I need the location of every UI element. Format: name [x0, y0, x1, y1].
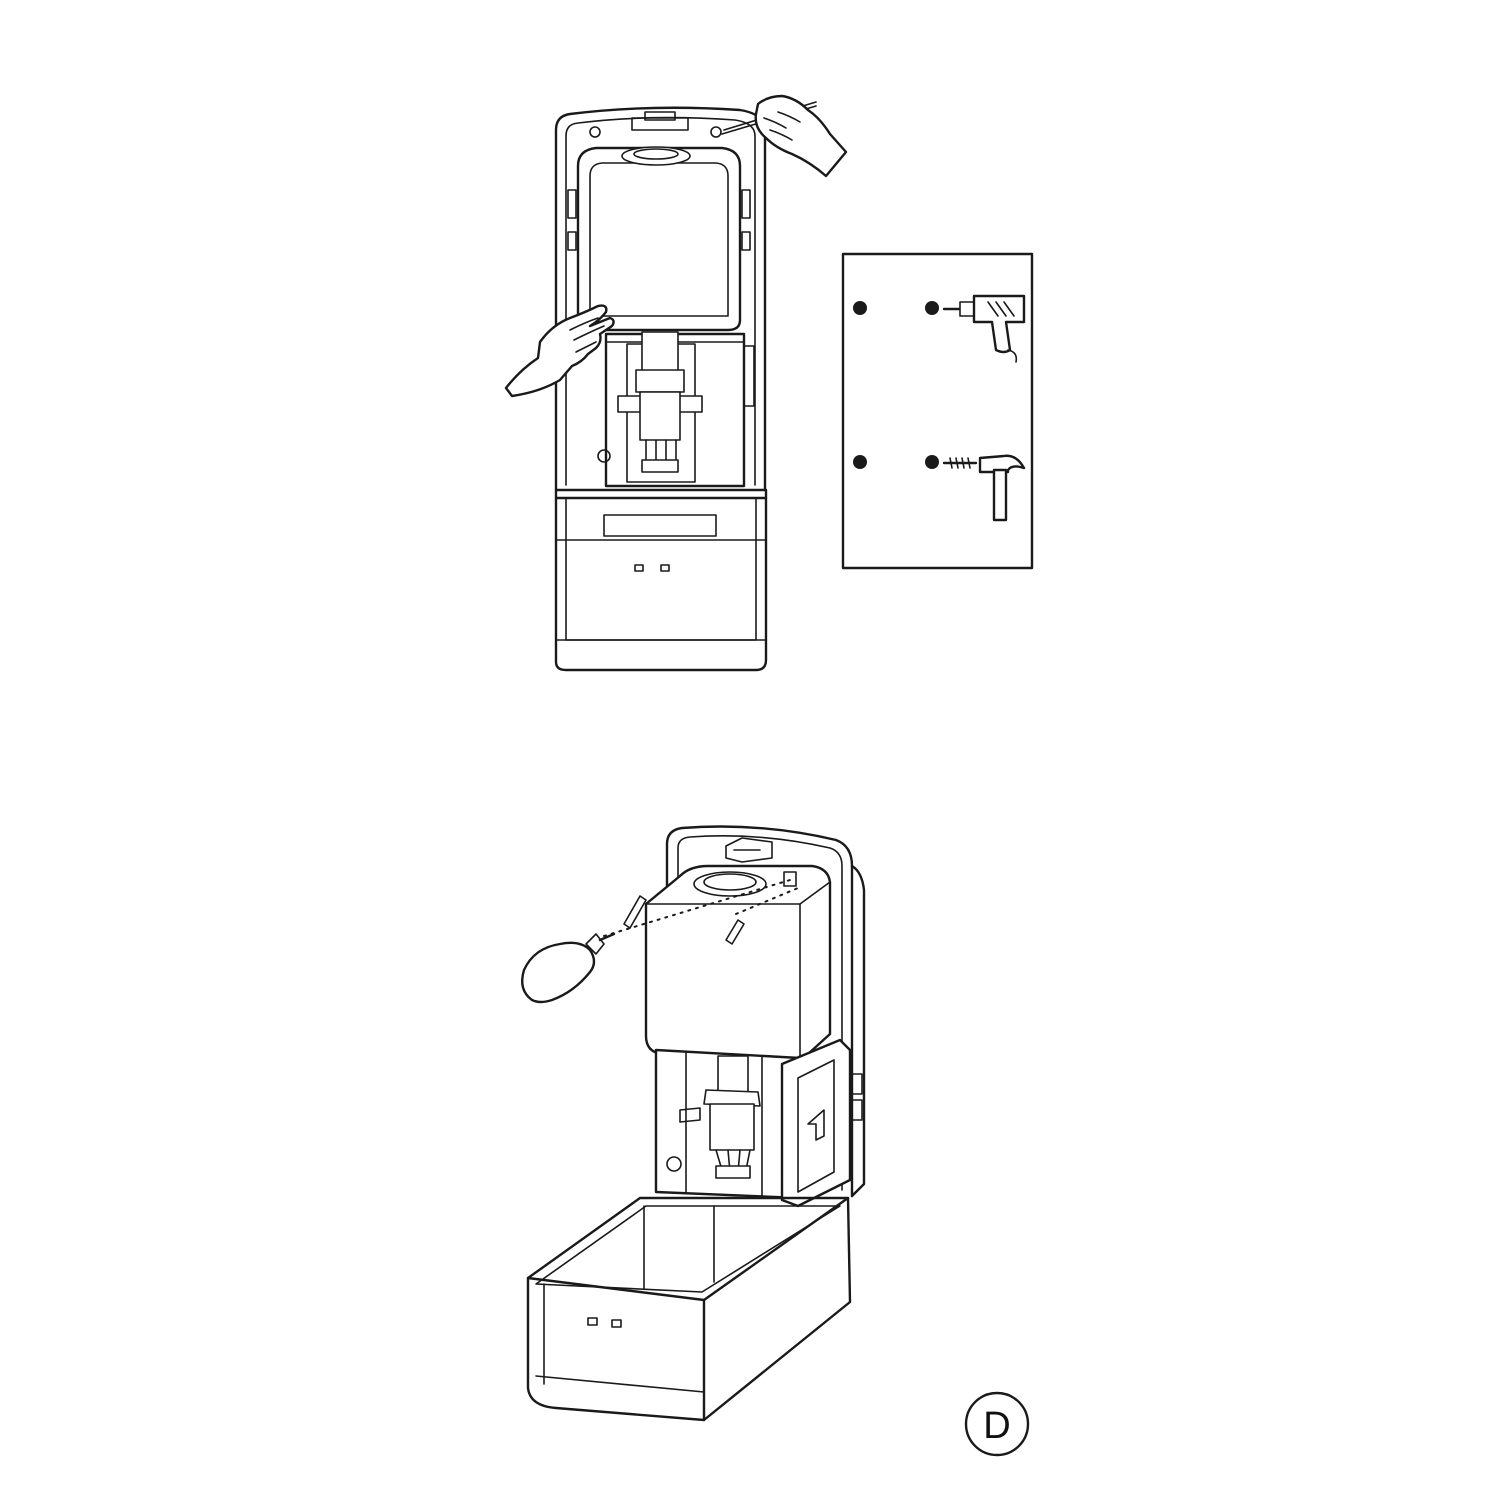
step-marker: D: [964, 1391, 1030, 1457]
hammer-icon: [978, 454, 1026, 522]
mounting-hole-marker-icon: [925, 455, 939, 469]
mounting-hole-marker-icon: [853, 455, 867, 469]
hand-pressing-icon: [504, 304, 615, 398]
screw-icon: [623, 895, 745, 945]
screwdriver-icon: [521, 932, 616, 1004]
mounting-hole-marker-icon: [853, 301, 867, 315]
dispenser-open-front-icon: [554, 106, 768, 672]
step-label: D: [983, 1405, 1010, 1447]
wall-plug-icon: [942, 457, 978, 469]
mounting-hole-marker-icon: [925, 301, 939, 315]
dispenser-open-side-icon: [526, 825, 866, 1422]
hand-with-pencil-icon: [721, 94, 848, 178]
drill-icon: [942, 294, 1026, 363]
tools-panel: [841, 252, 1034, 570]
